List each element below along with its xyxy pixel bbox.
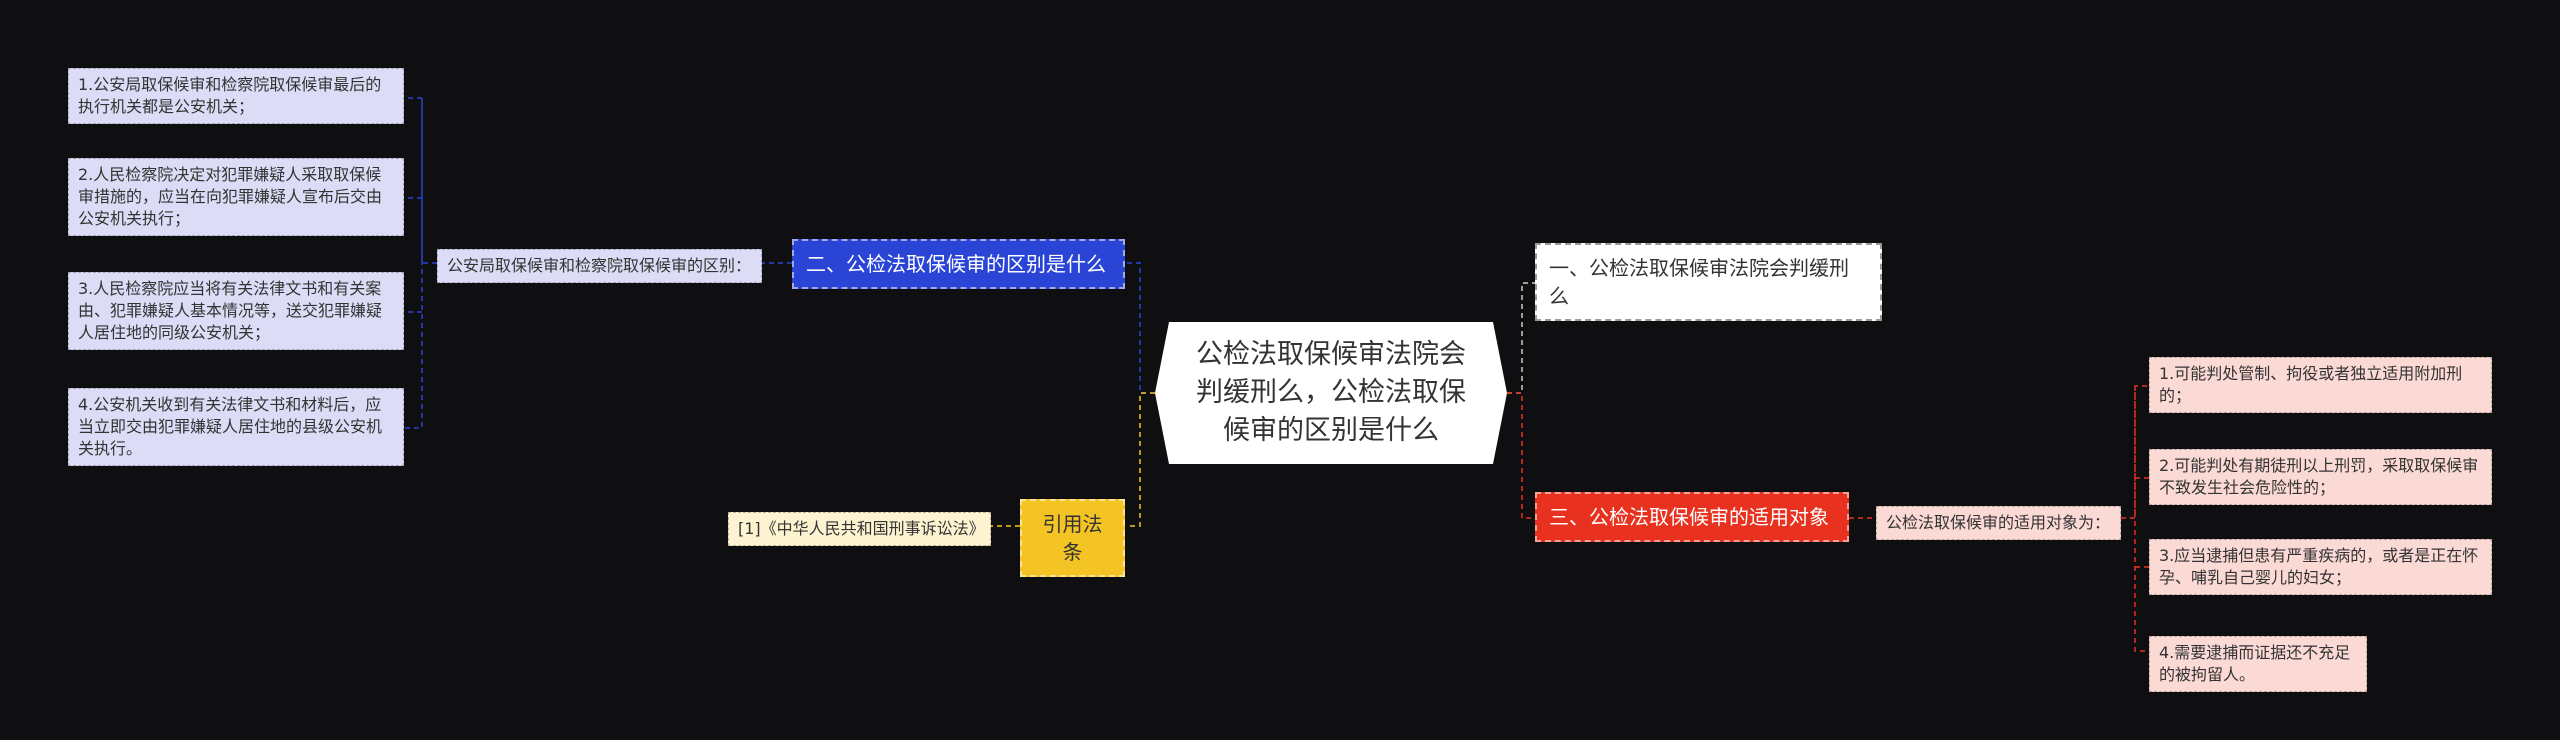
root-topic[interactable]: 公检法取保候审法院会判缓刑么，公检法取保候审的区别是什么 bbox=[1155, 322, 1507, 464]
applicable-subtopic[interactable]: 公检法取保候审的适用对象为： bbox=[1876, 506, 2121, 540]
citation-reference[interactable]: [1]《中华人民共和国刑事诉讼法》 bbox=[728, 512, 991, 546]
applicable-subtopic-label: 公检法取保候审的适用对象为： bbox=[1886, 513, 2111, 532]
branch-applicable[interactable]: 三、公检法取保候审的适用对象 bbox=[1535, 492, 1849, 542]
branch-probation-label: 一、公检法取保候审法院会判缓刑么 bbox=[1549, 256, 1849, 308]
link-sub-leaves bbox=[404, 97, 437, 429]
applicable-item-3-label: 3.应当逮捕但患有严重疾病的，或者是正在怀孕、哺乳自己婴儿的妇女； bbox=[2159, 546, 2479, 587]
difference-subtopic[interactable]: 公安局取保候审和检察院取保候审的区别： bbox=[437, 249, 762, 283]
applicable-item-4-label: 4.需要逮捕而证据还不充足的被拘留人。 bbox=[2159, 643, 2351, 684]
citation-reference-label: [1]《中华人民共和国刑事诉讼法》 bbox=[738, 519, 985, 538]
difference-item-1-label: 1.公安局取保候审和检察院取保候审最后的执行机关都是公安机关； bbox=[78, 75, 382, 116]
difference-item-4[interactable]: 4.公安机关收到有关法律文书和材料后，应当立即交由犯罪嫌疑人居住地的县级公安机关… bbox=[68, 388, 404, 466]
difference-item-3[interactable]: 3.人民检察院应当将有关法律文书和有关案由、犯罪嫌疑人基本情况等，送交犯罪嫌疑人… bbox=[68, 272, 404, 350]
difference-item-1[interactable]: 1.公安局取保候审和检察院取保候审最后的执行机关都是公安机关； bbox=[68, 68, 404, 124]
applicable-item-3[interactable]: 3.应当逮捕但患有严重疾病的，或者是正在怀孕、哺乳自己婴儿的妇女； bbox=[2149, 539, 2492, 595]
branch-citation[interactable]: 引用法条 bbox=[1020, 499, 1125, 577]
difference-subtopic-label: 公安局取保候审和检察院取保候审的区别： bbox=[447, 256, 752, 275]
branch-probation[interactable]: 一、公检法取保候审法院会判缓刑么 bbox=[1535, 243, 1882, 321]
difference-item-2[interactable]: 2.人民检察院决定对犯罪嫌疑人采取取保候审措施的，应当在向犯罪嫌疑人宣布后交由公… bbox=[68, 158, 404, 236]
branch-applicable-label: 三、公检法取保候审的适用对象 bbox=[1549, 505, 1829, 529]
applicable-item-2[interactable]: 2.可能判处有期徒刑以上刑罚，采取取保候审不致发生社会危险性的； bbox=[2149, 449, 2492, 505]
applicable-item-1[interactable]: 1.可能判处管制、拘役或者独立适用附加刑的； bbox=[2149, 357, 2492, 413]
link-center-probation bbox=[1507, 282, 1535, 394]
difference-item-2-label: 2.人民检察院决定对犯罪嫌疑人采取取保候审措施的，应当在向犯罪嫌疑人宣布后交由公… bbox=[78, 165, 383, 228]
applicable-item-2-label: 2.可能判处有期徒刑以上刑罚，采取取保候审不致发生社会危险性的； bbox=[2159, 456, 2479, 497]
link-applicable-leaves bbox=[2121, 385, 2149, 652]
link-center-citation bbox=[1127, 392, 1155, 527]
branch-difference-label: 二、公检法取保候审的区别是什么 bbox=[806, 252, 1106, 276]
link-center-applicable bbox=[1507, 392, 1535, 519]
branch-citation-label: 引用法条 bbox=[1042, 512, 1103, 564]
applicable-item-4[interactable]: 4.需要逮捕而证据还不充足的被拘留人。 bbox=[2149, 636, 2367, 692]
branch-difference[interactable]: 二、公检法取保候审的区别是什么 bbox=[792, 239, 1125, 289]
link-center-difference bbox=[1127, 262, 1155, 394]
applicable-item-1-label: 1.可能判处管制、拘役或者独立适用附加刑的； bbox=[2159, 364, 2463, 405]
difference-item-4-label: 4.公安机关收到有关法律文书和材料后，应当立即交由犯罪嫌疑人居住地的县级公安机关… bbox=[78, 395, 383, 458]
root-topic-label: 公检法取保候审法院会判缓刑么，公检法取保候审的区别是什么 bbox=[1196, 339, 1466, 446]
difference-item-3-label: 3.人民检察院应当将有关法律文书和有关案由、犯罪嫌疑人基本情况等，送交犯罪嫌疑人… bbox=[78, 279, 383, 342]
